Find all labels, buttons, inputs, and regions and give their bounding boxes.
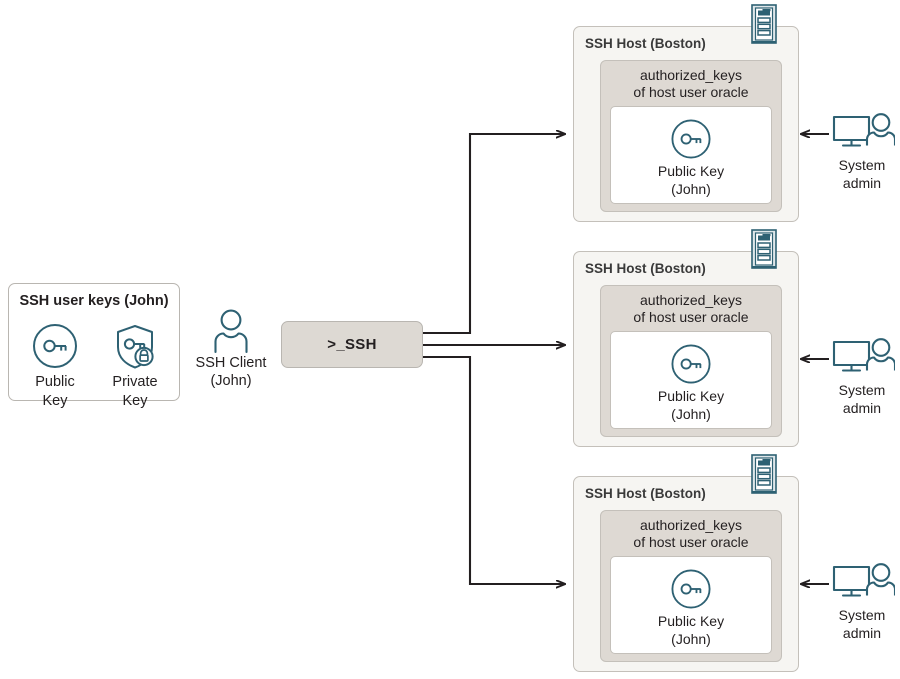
authorized-keys-label-3: authorized_keys of host user oracle	[601, 517, 781, 551]
authorized-keys-label-1: authorized_keys of host user oracle	[601, 67, 781, 101]
ssh-host-group-3: SSH Host (Boston) authorized_keys of hos…	[573, 476, 799, 672]
ssh-host-group-1: SSH Host (Boston) authorized_keys of hos…	[573, 26, 799, 222]
ssh-host-title-1: SSH Host (Boston)	[585, 36, 706, 51]
ssh-host-title-3: SSH Host (Boston)	[585, 486, 706, 501]
authorized-keys-line2: of host user oracle	[633, 534, 749, 550]
system-admin-label-line2: admin	[842, 400, 882, 416]
authorized-keys-line2: of host user oracle	[633, 309, 749, 325]
person-icon	[185, 308, 277, 354]
public-key-icon	[17, 320, 93, 372]
private-key-shield-lock-icon	[97, 320, 173, 372]
public-key-item: Public Key	[17, 320, 93, 410]
public-key-icon	[611, 116, 771, 162]
system-admin-3: System admin	[824, 562, 900, 642]
system-admin-label-line2: admin	[842, 625, 882, 641]
authorized-keys-box-1: authorized_keys of host user oracle Publ…	[600, 60, 782, 212]
public-key-icon	[611, 566, 771, 612]
host-public-key-box-3: Public Key (John)	[610, 556, 772, 654]
authorized-keys-box-2: authorized_keys of host user oracle Publ…	[600, 285, 782, 437]
server-rack-icon	[751, 4, 777, 44]
host-public-key-line1: Public Key	[657, 163, 725, 179]
public-key-label-line1: Public	[35, 374, 75, 390]
wire-ssh-to-host-1	[423, 134, 565, 335]
host-public-key-box-2: Public Key (John)	[610, 331, 772, 429]
private-key-label-line1: Private	[112, 374, 158, 390]
system-admin-2: System admin	[824, 337, 900, 417]
authorized-keys-line1: authorized_keys	[640, 67, 742, 83]
wire-ssh-to-host-3	[423, 355, 565, 584]
authorized-keys-line1: authorized_keys	[640, 517, 742, 533]
host-public-key-line1: Public Key	[657, 388, 725, 404]
authorized-keys-box-3: authorized_keys of host user oracle Publ…	[600, 510, 782, 662]
ssh-protocol-box[interactable]: >_SSH	[281, 321, 423, 368]
system-admin-label-line1: System	[838, 607, 886, 623]
system-admin-label-line2: admin	[842, 175, 882, 191]
authorized-keys-label-2: authorized_keys of host user oracle	[601, 292, 781, 326]
system-admin-label-line1: System	[838, 382, 886, 398]
public-key-icon	[611, 341, 771, 387]
system-admin-icon	[824, 562, 900, 606]
authorized-keys-line2: of host user oracle	[633, 84, 749, 100]
system-admin-label-line1: System	[838, 157, 886, 173]
authorized-keys-line1: authorized_keys	[640, 292, 742, 308]
host-public-key-box-1: Public Key (John)	[610, 106, 772, 204]
ssh-client-label-line2: (John)	[210, 373, 252, 389]
host-public-key-line2: (John)	[671, 631, 711, 647]
private-key-label-line2: Key	[122, 393, 148, 409]
ssh-user-keys-title: SSH user keys (John)	[19, 293, 169, 309]
host-public-key-line1: Public Key	[657, 613, 725, 629]
system-admin-icon	[824, 112, 900, 156]
private-key-item: Private Key	[97, 320, 173, 410]
host-public-key-line2: (John)	[671, 406, 711, 422]
ssh-client: SSH Client (John)	[185, 308, 277, 390]
host-public-key-line2: (John)	[671, 181, 711, 197]
ssh-user-keys-box: SSH user keys (John) Public Key	[8, 283, 180, 409]
server-rack-icon	[751, 229, 777, 269]
ssh-host-title-2: SSH Host (Boston)	[585, 261, 706, 276]
system-admin-1: System admin	[824, 112, 900, 192]
public-key-label-line2: Key	[42, 393, 68, 409]
ssh-client-label-line1: SSH Client	[195, 355, 267, 371]
ssh-host-group-2: SSH Host (Boston) authorized_keys of hos…	[573, 251, 799, 447]
server-rack-icon	[751, 454, 777, 494]
system-admin-icon	[824, 337, 900, 381]
